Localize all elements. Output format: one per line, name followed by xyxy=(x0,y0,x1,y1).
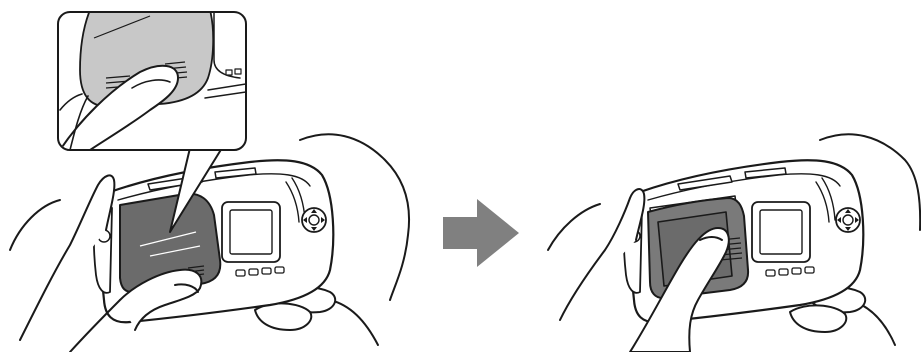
step-2-illustration xyxy=(548,134,920,352)
four-way-controller-icon xyxy=(836,208,860,232)
step-1-illustration xyxy=(10,10,409,352)
right-arrow-icon xyxy=(443,199,519,267)
four-way-controller-icon xyxy=(302,208,326,232)
